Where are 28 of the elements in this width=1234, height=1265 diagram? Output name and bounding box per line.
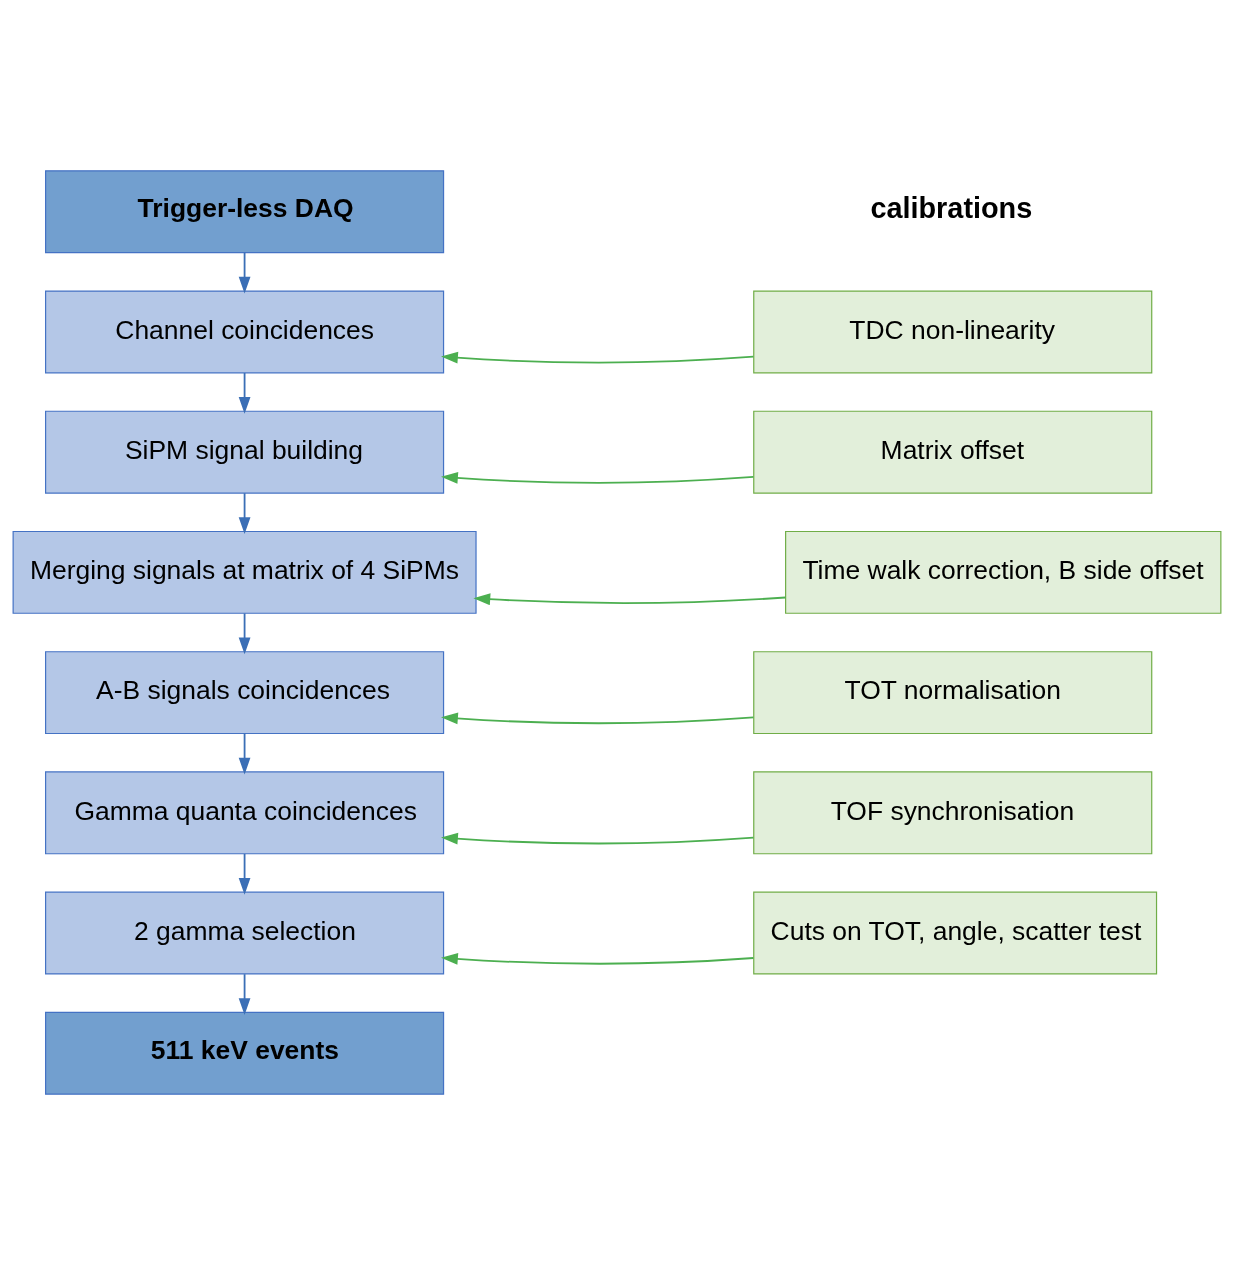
node-box: TOT normalisation (753, 651, 1153, 735)
node-box: Time walk correction, B side offset (785, 530, 1222, 614)
label: calibrations (870, 191, 1033, 224)
node-box: TOF synchronisation (753, 771, 1153, 855)
arrow (238, 853, 251, 895)
node-box: Merging signals at matrix of 4 SiPMs (12, 530, 477, 614)
node-box: TDC non-linearity (753, 290, 1153, 374)
arrow (441, 472, 755, 484)
node-box: 2 gamma selection (45, 891, 445, 975)
node-box: A-B signals coincidences (45, 651, 445, 735)
node-box: Cuts on TOT, angle, scatter test (753, 891, 1158, 975)
arrow (238, 973, 251, 1015)
arrow (441, 952, 755, 965)
arrow (441, 351, 755, 364)
node-box: Matrix offset (753, 410, 1153, 494)
arrow (473, 593, 787, 606)
arrow (441, 832, 755, 845)
arrow (238, 612, 251, 655)
arrow (238, 372, 251, 414)
node-box: Trigger-less DAQ (45, 170, 445, 254)
node-box: 511 keV events (45, 1011, 445, 1095)
arrow (238, 492, 251, 535)
arrow (238, 732, 251, 775)
node-box: Gamma quanta coincidences (45, 771, 445, 855)
node-box: Channel coincidences (45, 290, 445, 374)
arrow (238, 251, 251, 294)
node-box: SiPM signal building (45, 410, 445, 494)
arrow (441, 712, 755, 725)
